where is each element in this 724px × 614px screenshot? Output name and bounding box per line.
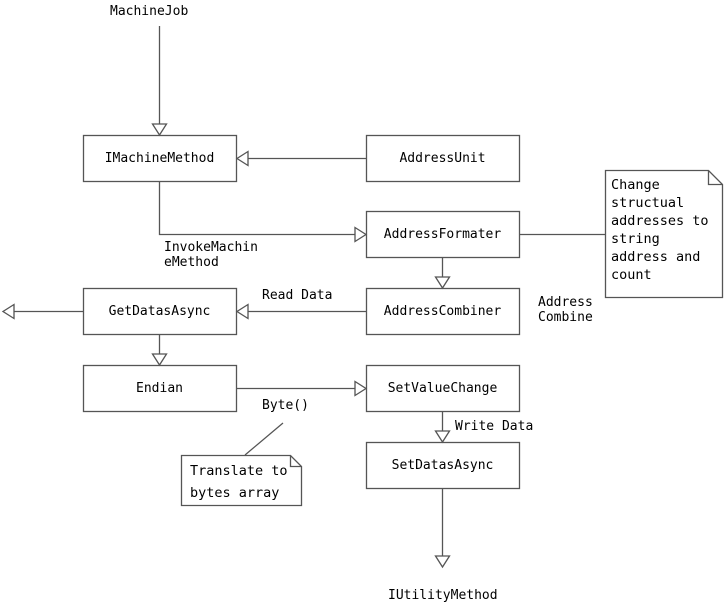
edge-addressunit-to-imachinemethod xyxy=(235,150,366,167)
edge-addressformater-to-addresscombiner xyxy=(434,257,451,290)
edge-getdatasasync-out-left xyxy=(1,303,83,320)
node-endian[interactable] xyxy=(83,365,237,412)
edge-machinejob-to-imachinemethod xyxy=(151,26,168,137)
note-fold-translate-bytes xyxy=(289,455,302,468)
node-box-addressformater[interactable] xyxy=(365,210,521,259)
note-fold-address-change xyxy=(707,170,723,186)
node-box-addresscombiner[interactable] xyxy=(365,287,521,336)
node-addresscombiner[interactable] xyxy=(366,288,520,335)
node-imachinemethod[interactable] xyxy=(83,135,237,182)
edge-imachinemethod-to-addressformater xyxy=(158,181,368,243)
note-shape-address-change xyxy=(604,169,724,299)
node-box-setdatasasync[interactable] xyxy=(365,441,521,490)
node-box-imachinemethod[interactable] xyxy=(82,134,238,183)
note-address-change[interactable] xyxy=(605,170,723,298)
edge-endian-to-setvaluechange xyxy=(236,380,368,397)
node-setdatasasync[interactable] xyxy=(366,442,520,489)
edge-addresscombiner-to-getdatasasync xyxy=(235,303,366,320)
edge-getdatasasync-to-endian xyxy=(151,334,168,367)
node-addressunit[interactable] xyxy=(366,135,520,182)
note-translate-bytes[interactable] xyxy=(181,455,302,506)
node-addressformater[interactable] xyxy=(366,211,520,258)
node-box-addressunit[interactable] xyxy=(365,134,521,183)
node-setvaluechange[interactable] xyxy=(366,365,520,412)
edge-setvaluechange-to-setdatasasync xyxy=(434,411,451,444)
edge-note-translate-to-byte-label xyxy=(244,422,284,456)
node-getdatasasync[interactable] xyxy=(83,288,237,335)
edge-setdatasasync-to-iutilitymethod xyxy=(434,488,451,569)
node-box-endian[interactable] xyxy=(82,364,238,413)
note-shape-translate-bytes xyxy=(180,454,303,507)
